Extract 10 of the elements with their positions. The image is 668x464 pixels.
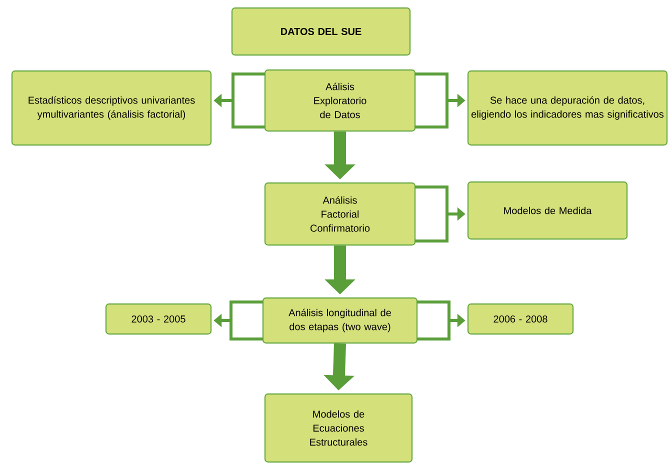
process-box: Análisis longitudinal de dos etapas (two wave) (262, 297, 418, 344)
process-box: Modelos de Medida (467, 181, 628, 240)
process-box: Estadísticos descriptivos univariantes ymultivariantes (ánalisis factorial) (11, 70, 212, 146)
process-box: Modelos de Ecuaciones Estructurales (264, 393, 413, 463)
process-box: Aálisis Exploratorio de Datos (264, 69, 416, 132)
process-box: DATOS DEL SUE (231, 7, 411, 56)
process-box: 2003 - 2005 (105, 303, 212, 335)
process-box: Análisis Factorial Confirmatorio (264, 182, 416, 246)
process-box: Se hace una depuración de datos, eligiendo los indicadores mas significativos (467, 70, 668, 146)
process-box: 2006 - 2008 (467, 303, 574, 335)
